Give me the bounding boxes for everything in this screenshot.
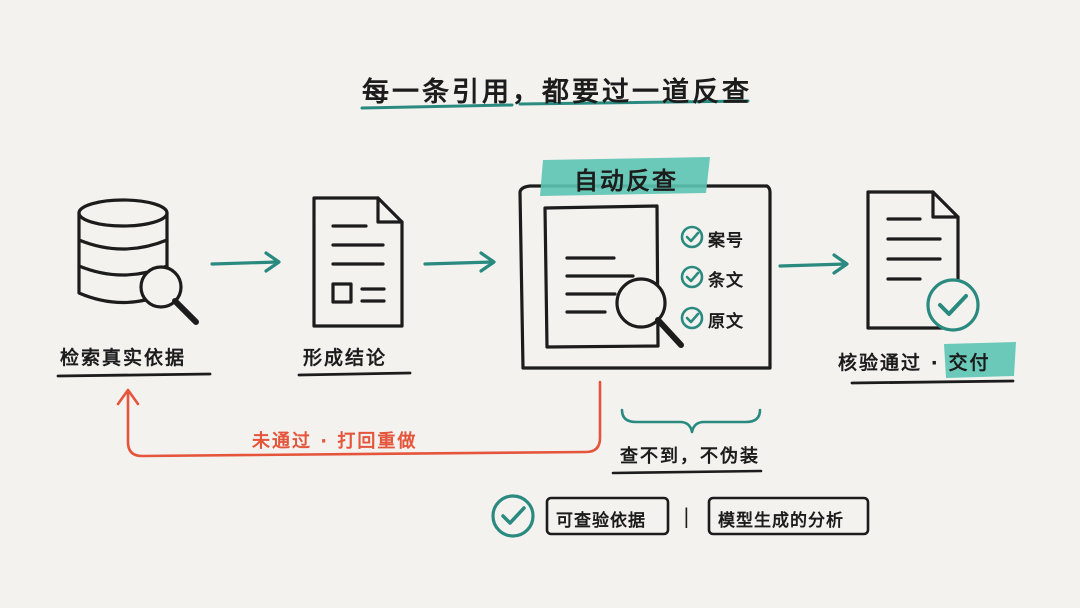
step-label-retrieve: 检索真实依据 [60,347,187,369]
check-item-article: 条文 [708,271,744,291]
verifiable-box [545,496,670,536]
step-label-auto-check: 自动反查 [574,167,678,195]
label-underline [56,372,212,378]
check-circle-icon [491,494,535,538]
arrow-right-icon [778,253,849,275]
deliver-highlight [944,342,1016,378]
not-found-label: 查不到，不伪装 [620,446,760,467]
auto-check-highlight [540,157,710,196]
model-generated-label: 模型生成的分析 [718,511,844,531]
arrow-right-icon [210,251,281,273]
fail-return-arrow [116,380,602,458]
check-item-original: 原文 [708,312,744,332]
auto-check-frame [518,184,772,370]
brace [620,408,762,434]
page-title: 每一条引用，都要过一道反查 [362,77,752,108]
label-underline [297,371,412,377]
title-underline-right [518,99,750,106]
check-item-case-no: 案号 [708,231,744,251]
label-underline [611,469,763,475]
title-underline-left [360,103,514,110]
step-label-deliver: 核验通过 · 交付 [838,352,991,374]
legend-separator: | [683,504,691,528]
database-search-icon [77,198,199,325]
arrow-right-icon [423,251,496,273]
model-generated-box [707,496,870,536]
quote-document-icon [543,204,684,349]
label-underline [850,379,1015,385]
document-icon [312,196,404,328]
verifiable-label: 可查验依据 [556,511,646,531]
check-list [680,225,704,330]
fail-path-label: 未通过 · 打回重做 [252,431,418,452]
step-label-conclude: 形成结论 [303,347,388,369]
approved-document-icon [866,190,980,332]
